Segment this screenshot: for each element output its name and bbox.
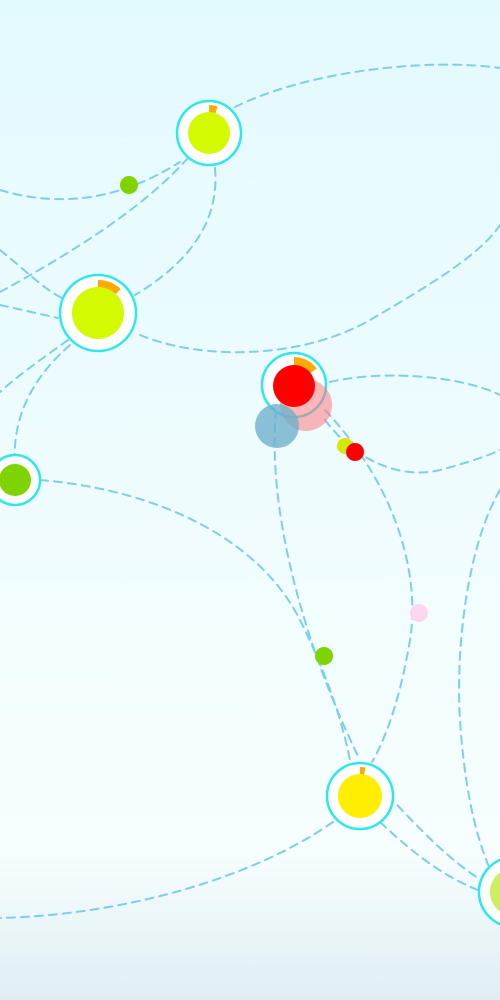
node-left-big-core [72,287,124,339]
unit-red-center [346,443,364,461]
route-center-to-bottom-b [324,409,414,763]
route-bottom-to-corner-a [387,794,479,879]
node-corner[interactable] [477,857,500,927]
node-corner-ring [477,858,500,926]
route-left-big-to-edge [0,339,69,393]
route-top-arc [234,63,500,108]
node-left-edge[interactable] [0,453,42,507]
route-bottom-left [0,821,334,919]
unit-green-mid [315,647,333,665]
route-bottom-to-corner-b [379,821,479,891]
route-top-to-left-big [0,157,189,293]
node-center[interactable] [255,351,332,448]
node-top[interactable] [175,99,243,167]
node-corner-core [490,872,500,912]
node-left-edge-core [0,464,31,496]
route-right-side [458,489,500,881]
route-left-big-to-center [139,224,500,354]
unit-green-top [120,176,138,194]
route-top-down [134,167,217,296]
route-center-right [329,374,500,396]
unit-pink-right [410,604,428,622]
node-top-core [188,112,230,154]
node-bottom[interactable] [325,761,395,831]
node-bottom-core [338,774,382,818]
node-left-big[interactable] [58,273,138,353]
route-left-top [0,161,181,201]
units [120,176,428,665]
route-left-mid [0,304,59,319]
route-left-big-down [13,344,71,466]
node-center-blue-army [255,404,299,448]
route-center-to-bottom-a [273,409,361,761]
node-center-core [273,365,315,407]
route-edge-to-left-big [0,249,63,299]
route-left-edge-to-bottom [39,479,351,761]
routes [0,63,500,919]
